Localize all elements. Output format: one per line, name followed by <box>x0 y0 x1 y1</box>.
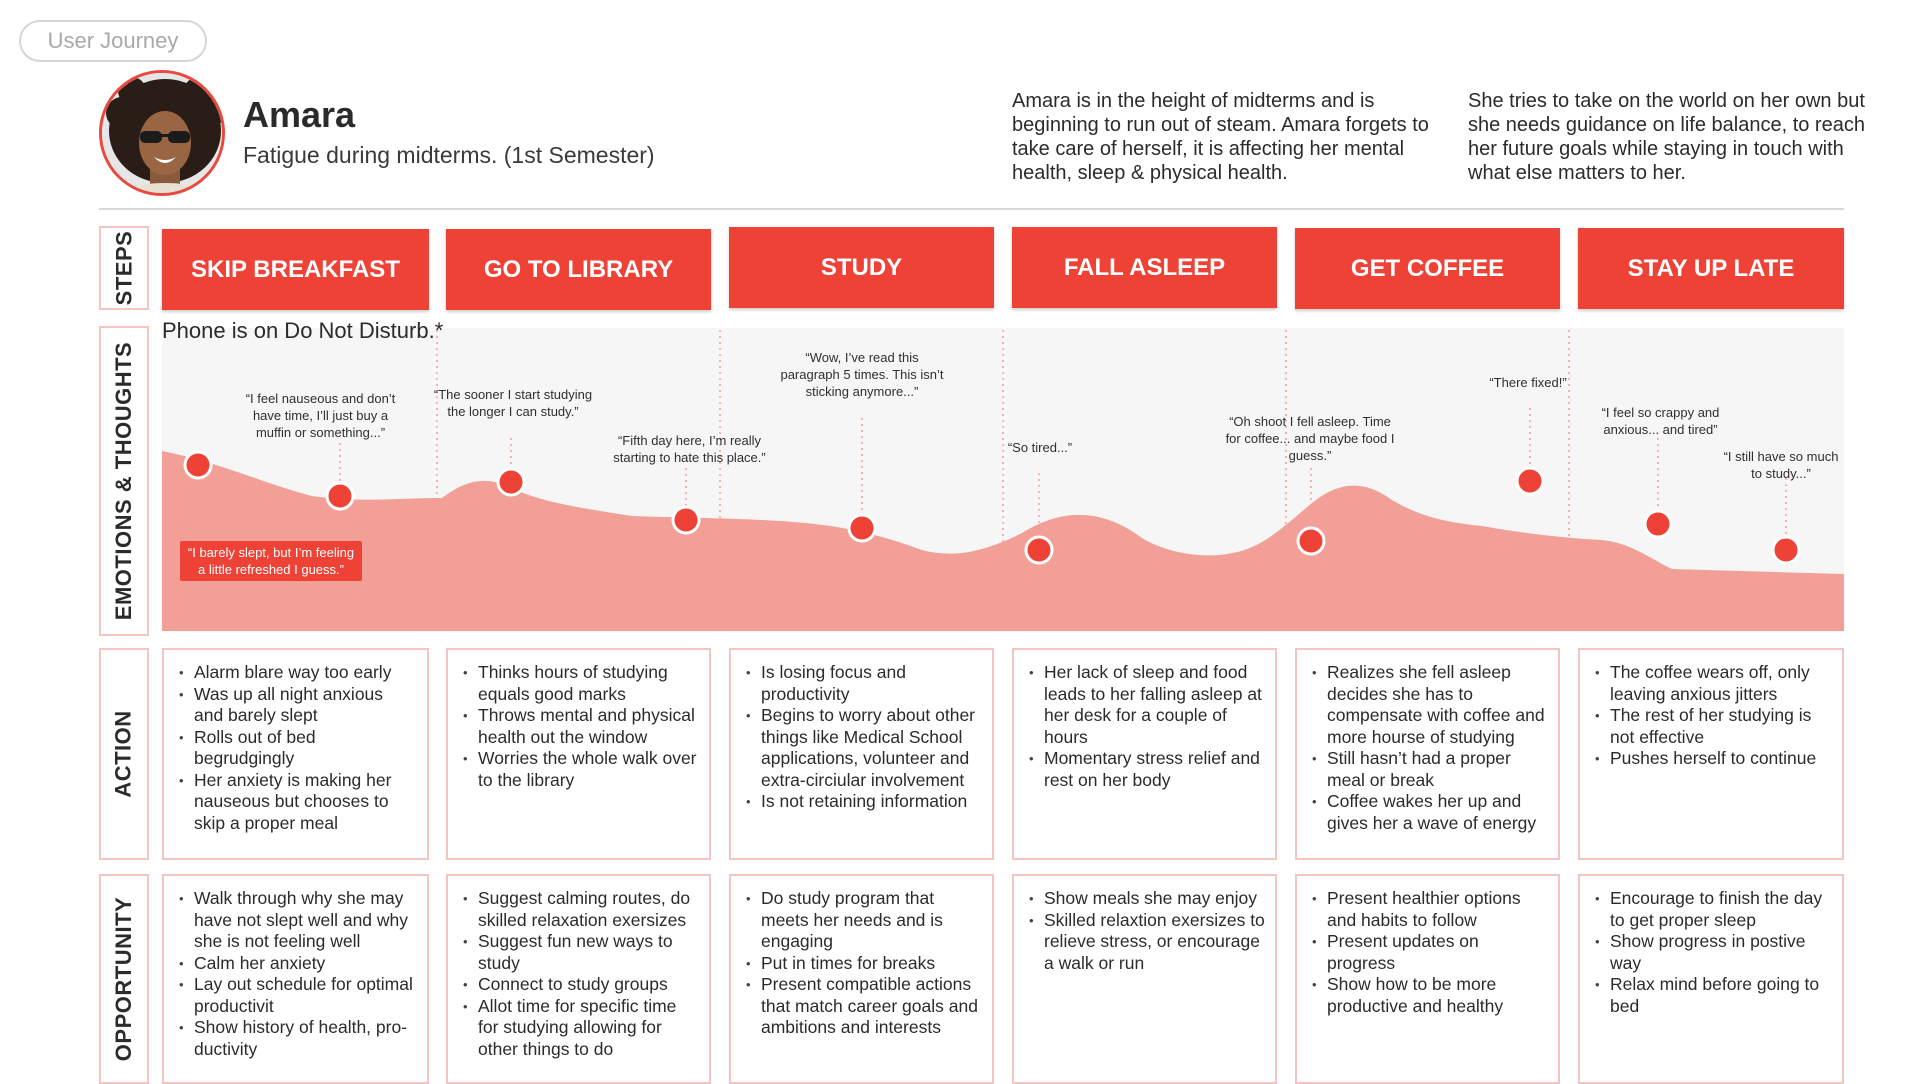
row-label-steps-text: STEPS <box>111 230 137 306</box>
emotion-point-7 <box>1296 526 1326 556</box>
action-item: Begins to worry about other things like … <box>746 705 982 791</box>
opportunity-card-get-coffee: Present healthier options and habits to … <box>1295 874 1560 1084</box>
action-item: Worries the whole walk over to the libra… <box>463 748 699 791</box>
opportunity-item: Put in times for breaks <box>746 953 982 975</box>
opportunity-item: Do study program that meets her needs an… <box>746 888 982 953</box>
quote-9: “I feel so crappy and anxious... and tir… <box>1601 405 1720 437</box>
emotion-curve-area <box>162 451 1844 631</box>
emotion-point-2 <box>325 481 355 511</box>
emotion-point-10 <box>1771 535 1801 565</box>
persona-name: Amara <box>243 94 356 135</box>
header-divider <box>99 208 1844 210</box>
opportunity-item: Lay out schedule for optimal productivit <box>179 974 417 1017</box>
opportunity-item: Present compatible actions that match ca… <box>746 974 982 1039</box>
step-go-to-library: GO TO LIBRARY <box>446 229 711 310</box>
action-card-study: Is losing focus and productivity Begins … <box>729 648 994 860</box>
emotion-curve-chart <box>162 328 1844 631</box>
persona-subtitle: Fatigue during midterms. (1st Semester) <box>243 142 655 168</box>
user-journey-tag: User Journey <box>19 20 207 62</box>
action-item: Still hasn’t had a proper meal or break <box>1312 748 1548 791</box>
opportunity-item: Allot time for specific time for studyin… <box>463 996 699 1061</box>
opportunity-item: Connect to study groups <box>463 974 699 996</box>
action-item: The rest of her studying is not effectiv… <box>1595 705 1832 748</box>
row-label-steps: STEPS <box>99 226 149 310</box>
action-card-skip-breakfast: Alarm blare way too early Was up all nig… <box>162 648 429 860</box>
emotion-point-8 <box>1515 466 1545 496</box>
row-label-action: ACTION <box>99 648 149 860</box>
opportunity-item: Skilled relaxtion exersizes to relieve s… <box>1029 910 1265 975</box>
opportunity-item: Suggest calming routes, do skilled relax… <box>463 888 699 931</box>
opportunity-item: Walk through why she may have not slept … <box>179 888 417 953</box>
row-label-opportunity-text: OPPORTUNITY <box>111 896 136 1062</box>
opportunity-card-skip-breakfast: Walk through why she may have not slept … <box>162 874 429 1084</box>
emotion-point-3 <box>496 467 526 497</box>
opportunity-item: Present updates on progress <box>1312 931 1548 974</box>
step-study: STUDY <box>729 227 994 308</box>
opportunity-item: Encourage to finish the day to get prope… <box>1595 888 1832 931</box>
action-item: Coffee wakes her up and gives her a wave… <box>1312 791 1548 834</box>
action-item: Is not retaining information <box>746 791 982 813</box>
action-card-fall-asleep: Her lack of sleep and food leads to her … <box>1012 648 1277 860</box>
opportunity-item: Show history of health, pro-ductivity <box>179 1017 417 1060</box>
emotion-point-6 <box>1024 535 1054 565</box>
emotion-point-9 <box>1643 509 1673 539</box>
quote-10: “I still have so much to study...” <box>1723 449 1839 481</box>
row-label-emotions-text: EMOTIONS & THOUGHTS <box>111 341 137 621</box>
opportunity-card-stay-up-late: Encourage to finish the day to get prope… <box>1578 874 1844 1084</box>
persona-intro-1: Amara is in the height of midterms and i… <box>1012 90 1429 184</box>
action-item: Throws mental and physical health out th… <box>463 705 699 748</box>
action-item: Momentary stress relief and rest on her … <box>1029 748 1265 791</box>
persona-intro-2: She tries to take on the world on her ow… <box>1468 90 1865 184</box>
quote-2: “I feel nauseous and don’t have time, I’… <box>245 391 396 440</box>
opportunity-item: Show progress in postive way <box>1595 931 1832 974</box>
action-item: Is losing focus and productivity <box>746 662 982 705</box>
action-item: Thinks hours of studying equals good mar… <box>463 662 699 705</box>
opportunity-card-go-to-library: Suggest calming routes, do skilled relax… <box>446 874 711 1084</box>
quote-4: “Fifth day here, I’m really starting to … <box>613 433 766 465</box>
step-fall-asleep: FALL ASLEEP <box>1012 227 1277 308</box>
opportunity-item: Show meals she may enjoy <box>1029 888 1265 910</box>
persona-avatar <box>99 70 225 196</box>
emotion-point-1 <box>183 450 213 480</box>
quote-7: “Oh shoot I fell asleep. Time for coffee… <box>1225 414 1395 463</box>
action-item: Alarm blare way too early <box>179 662 417 684</box>
emotion-point-5 <box>847 513 877 543</box>
action-item: Pushes herself to continue <box>1595 748 1832 770</box>
row-label-emotions: EMOTIONS & THOUGHTS <box>99 326 149 636</box>
emotion-point-4 <box>671 505 701 535</box>
emotion-points <box>183 450 1801 565</box>
opportunity-card-fall-asleep: Show meals she may enjoy Skilled relaxti… <box>1012 874 1277 1084</box>
quote-5: “Wow, I’ve read this paragraph 5 times. … <box>780 350 944 399</box>
quote-3: “The sooner I start studying the longer … <box>433 387 593 419</box>
opportunity-item: Suggest fun new ways to study <box>463 931 699 974</box>
quote-8: “There fixed!” <box>1489 375 1567 390</box>
opportunity-item: Relax mind before going to bed <box>1595 974 1832 1017</box>
opportunity-item: Present healthier options and habits to … <box>1312 888 1548 931</box>
persona-photo <box>102 73 222 193</box>
quote-1: “I barely slept, but I’m feeling a littl… <box>180 541 362 581</box>
step-stay-up-late: STAY UP LATE <box>1578 228 1844 309</box>
action-card-get-coffee: Realizes she fell asleep decides she has… <box>1295 648 1560 860</box>
action-item: Rolls out of bed begrudgingly <box>179 727 417 770</box>
action-item: Her lack of sleep and food leads to her … <box>1029 662 1265 748</box>
step-get-coffee: GET COFFEE <box>1295 228 1560 309</box>
action-card-stay-up-late: The coffee wears off, only leaving anxio… <box>1578 648 1844 860</box>
opportunity-item: Show how to be more productive and healt… <box>1312 974 1548 1017</box>
action-item: Was up all night anxious and barely slep… <box>179 684 417 727</box>
row-label-action-text: ACTION <box>111 710 137 798</box>
action-item: Her anxiety is making her nauseous but c… <box>179 770 417 835</box>
opportunity-card-study: Do study program that meets her needs an… <box>729 874 994 1084</box>
action-item: Realizes she fell asleep decides she has… <box>1312 662 1548 748</box>
quote-6: “So tired...” <box>1007 440 1073 455</box>
emotion-note: Phone is on Do Not Disturb.* <box>162 318 444 343</box>
action-card-go-to-library: Thinks hours of studying equals good mar… <box>446 648 711 860</box>
opportunity-item: Calm her anxiety <box>179 953 417 975</box>
action-item: The coffee wears off, only leaving anxio… <box>1595 662 1832 705</box>
row-label-opportunity: OPPORTUNITY <box>99 874 149 1084</box>
step-skip-breakfast: SKIP BREAKFAST <box>162 229 429 310</box>
